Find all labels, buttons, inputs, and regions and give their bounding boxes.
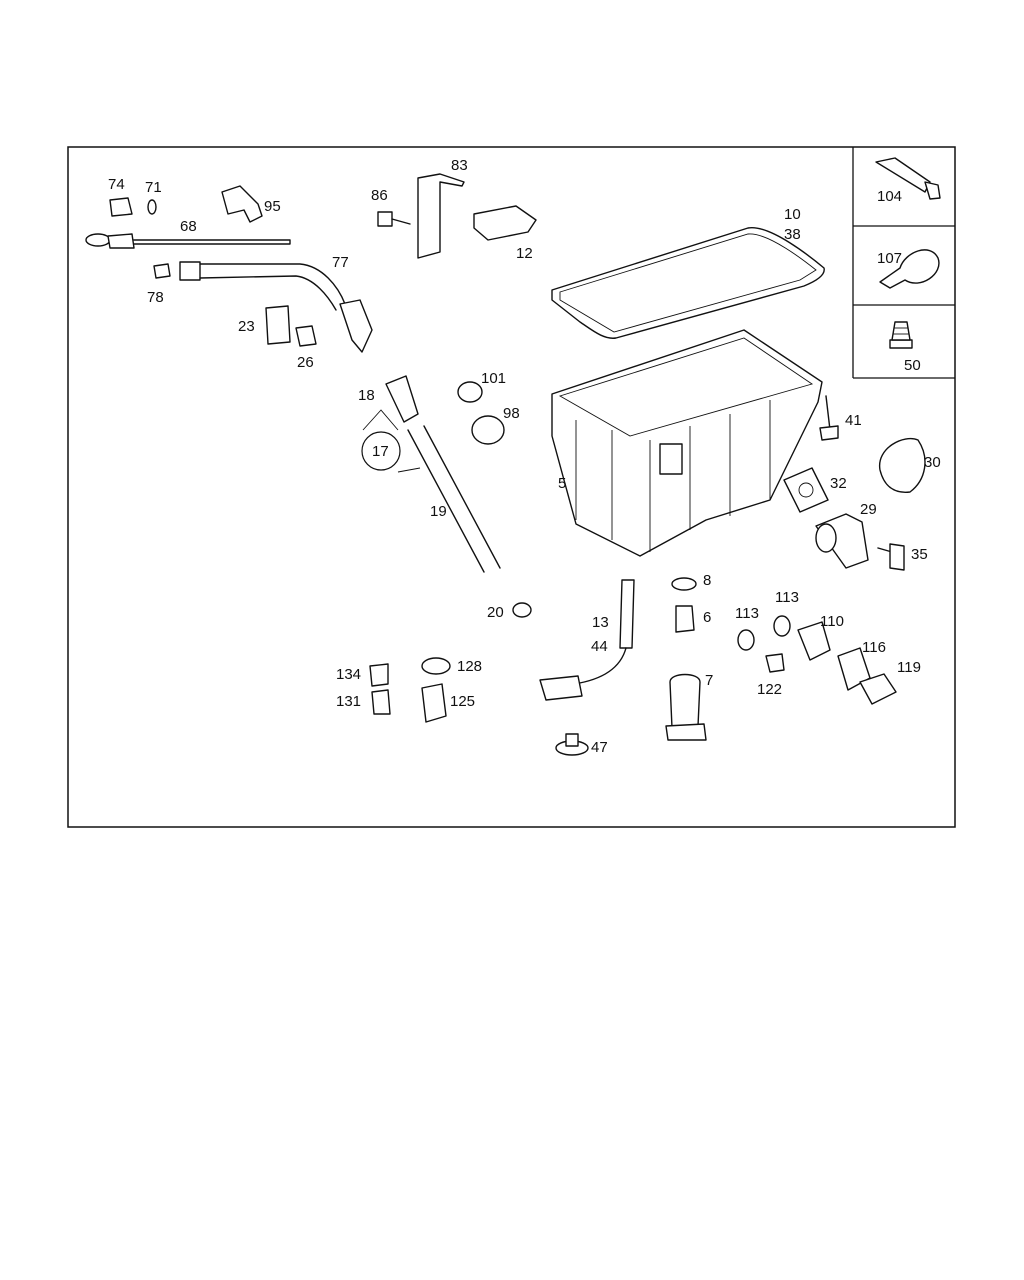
group-17-marker [361,409,421,473]
callout-labels: 74 71 95 68 78 77 86 83 12 10 38 23 26 1… [108,157,941,756]
sealant-tube-icon [875,157,941,200]
washer-part [512,602,532,618]
callout-83: 83 [451,157,468,174]
bolt-35-part [877,543,905,571]
flange-gasket-part [783,467,829,513]
callout-98: 98 [503,405,520,422]
cable-tie-icon [879,249,940,289]
drain-plug-part [671,577,697,633]
callout-12: 12 [516,245,533,262]
callout-116: 116 [862,639,886,656]
callout-29: 29 [860,501,877,518]
callout-13: 13 [592,614,609,631]
callout-8: 8 [703,572,711,589]
legend-label-104: 104 [877,188,902,205]
plug-parts [369,657,451,723]
callout-32: 32 [830,475,847,492]
callout-86: 86 [371,187,388,204]
callout-17: 17 [372,443,389,460]
callout-41: 41 [845,412,862,429]
callout-5: 5 [558,475,566,492]
bracket-part [377,173,537,259]
callout-6: 6 [703,609,711,626]
oil-pan-part [551,329,823,557]
oil-pan-gasket [551,227,825,339]
callout-7: 7 [705,672,713,689]
callout-35: 35 [911,546,928,563]
callout-95: 95 [264,198,281,215]
clamp-part [221,185,263,223]
callout-20: 20 [487,604,504,621]
callout-38: 38 [784,226,801,243]
callout-128: 128 [457,658,482,675]
callout-134: 134 [336,666,361,683]
callout-101: 101 [481,370,506,387]
oil-filter-part [665,673,707,741]
filter-cap-part [555,733,589,756]
callout-78: 78 [147,289,164,306]
diagram-frame [67,146,956,828]
callout-47: 47 [591,739,608,756]
legend-label-50: 50 [904,357,921,374]
callout-68: 68 [180,218,197,235]
guide-tube-part [153,261,373,353]
callout-30: 30 [924,454,941,471]
callout-113-right: 113 [775,589,799,606]
callout-119: 119 [897,659,921,676]
legend-label-107: 107 [877,250,902,267]
callout-19: 19 [430,503,447,520]
clip-fastener-icon [889,321,913,349]
oil-level-sensor-part [539,579,635,701]
callout-71: 71 [145,179,162,196]
callout-18: 18 [358,387,375,404]
tube-part [407,425,501,573]
bushing-part [109,197,157,217]
callout-26: 26 [297,354,314,371]
callout-77: 77 [332,254,349,271]
cap-part [457,381,505,445]
bolt-part [819,395,839,441]
dipstick-part [85,233,291,249]
retainer-part [265,305,317,347]
callout-122: 122 [757,681,782,698]
callout-23: 23 [238,318,255,335]
callout-113-left: 113 [735,605,759,622]
cover-plate-part [879,438,926,493]
callout-10: 10 [784,206,801,223]
callout-110: 110 [820,613,844,630]
legend-panel [852,147,955,379]
callout-125: 125 [450,693,475,710]
callout-131: 131 [336,693,361,710]
callout-74: 74 [108,176,125,193]
connector-part [385,375,419,423]
callout-44: 44 [591,638,608,655]
outlet-housing-part [815,513,869,569]
fitting-parts [737,615,897,705]
